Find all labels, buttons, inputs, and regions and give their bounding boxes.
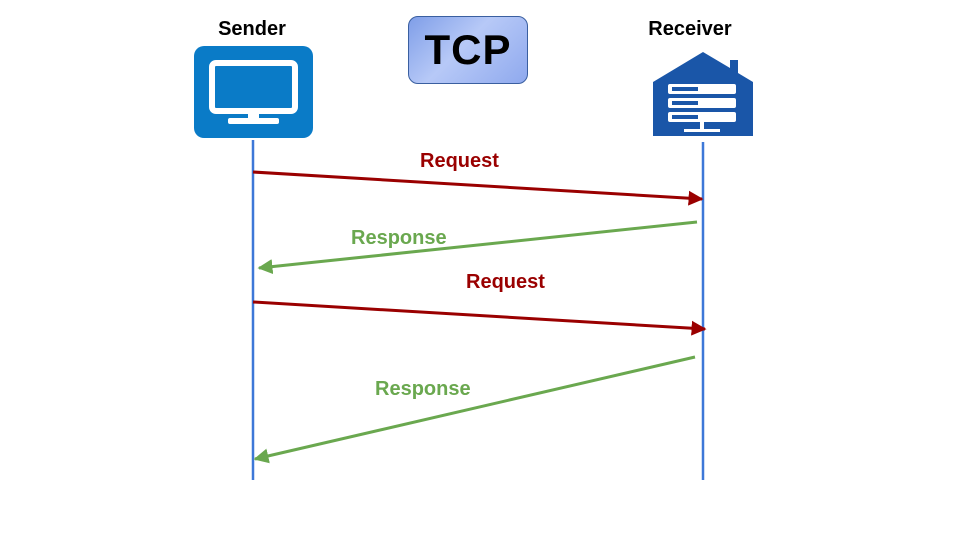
response-label-1: Response [351, 227, 447, 249]
response-arrow-2 [253, 355, 696, 464]
request-label-2: Request [466, 271, 545, 293]
request-label-1: Request [420, 150, 499, 172]
request-arrow-2 [252, 300, 707, 336]
response-arrow-1 [257, 220, 698, 275]
response-label-2: Response [375, 378, 471, 400]
diagram-title: TCP [424, 26, 512, 73]
monitor-icon [194, 46, 313, 138]
sender-label: Sender [218, 18, 286, 40]
title-box: TCP [408, 16, 528, 84]
receiver-label: Receiver [648, 18, 732, 40]
server-icon [653, 52, 753, 136]
request-arrow-1 [252, 170, 704, 206]
